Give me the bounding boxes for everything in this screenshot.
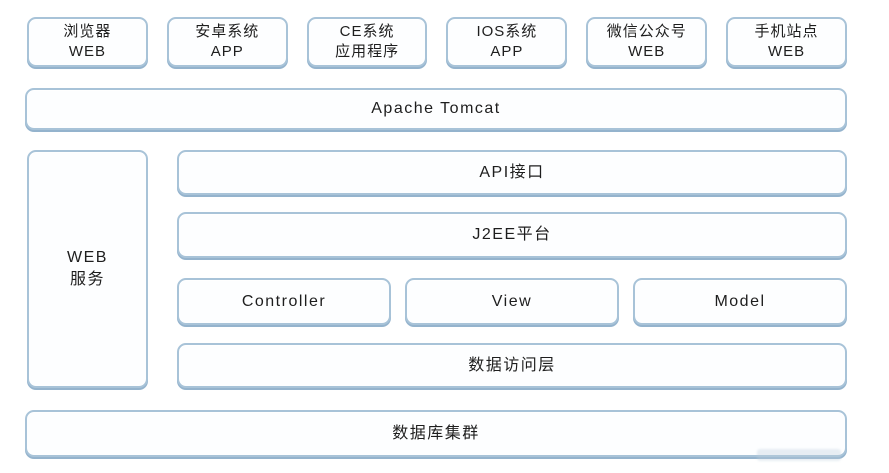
data-access-layer-box: 数据访问层 <box>177 343 847 388</box>
client-box-label-line2: WEB <box>68 43 106 60</box>
client-box-label-line1: CE系统 <box>339 22 395 40</box>
client-box-browser-web: 浏览器 WEB <box>27 17 148 67</box>
client-box-label-line1: 手机站点 <box>754 22 819 40</box>
client-box-label-line2: 应用程序 <box>335 43 400 60</box>
web-service-label-line2: 服务 <box>69 271 105 288</box>
client-layer-row: 浏览器 WEB 安卓系统 APP CE系统 应用程序 IOS系统 APP 微信公… <box>27 17 847 67</box>
api-layer-label: API接口 <box>479 163 545 181</box>
client-box-label-line1: 浏览器 <box>63 22 112 40</box>
mvc-model-box: Model <box>633 278 847 325</box>
client-box-label-line2: APP <box>490 43 524 60</box>
client-box-android-app: 安卓系统 APP <box>166 17 288 67</box>
mvc-row: Controller View Model <box>177 278 847 325</box>
app-server-box: Apache Tomcat <box>25 88 847 130</box>
client-box-ios-app: IOS系统 APP <box>446 17 568 67</box>
client-box-label-line1: IOS系统 <box>476 22 538 40</box>
mvc-controller-label: Controller <box>241 292 327 310</box>
client-box-wechat-web: 微信公众号 WEB <box>586 17 708 67</box>
client-box-mobile-site-web: 手机站点 WEB <box>726 17 847 67</box>
database-layer-label: 数据库集群 <box>392 424 480 442</box>
database-layer-box: 数据库集群 <box>25 410 847 457</box>
mvc-controller-box: Controller <box>177 278 391 325</box>
client-box-ce-application: CE系统 应用程序 <box>306 17 428 67</box>
mvc-view-box: View <box>405 278 619 325</box>
app-server-label: Apache Tomcat <box>371 100 501 118</box>
client-box-label-line2: APP <box>210 43 244 60</box>
platform-layer-label: J2EE平台 <box>472 226 552 244</box>
client-box-label-line2: WEB <box>628 43 666 60</box>
client-box-label-line1: 微信公众号 <box>606 22 687 40</box>
web-service-box: WEB 服务 <box>27 150 148 388</box>
client-box-label-line1: 安卓系统 <box>195 22 260 40</box>
mvc-view-label: View <box>491 292 533 310</box>
mvc-model-label: Model <box>714 292 766 310</box>
web-service-label-line1: WEB <box>67 249 108 267</box>
platform-layer-box: J2EE平台 <box>177 212 847 258</box>
watermark <box>757 449 841 461</box>
client-box-label-line2: WEB <box>767 43 806 60</box>
api-layer-box: API接口 <box>177 150 847 195</box>
data-access-layer-label: 数据访问层 <box>468 356 556 374</box>
